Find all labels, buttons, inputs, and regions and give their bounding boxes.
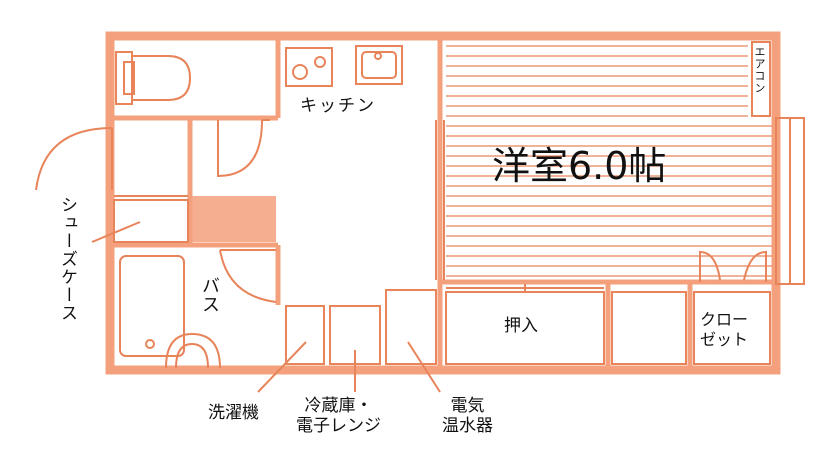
sink-basin <box>361 51 397 79</box>
room-label-bath: バス <box>199 276 220 314</box>
stove <box>285 47 333 87</box>
storage-box <box>611 291 687 365</box>
aircon-label: エアコン <box>753 46 766 94</box>
burner-2 <box>314 56 326 68</box>
room-label-kitchen: キッチン <box>300 96 376 116</box>
washer-slot <box>285 305 325 365</box>
toilet-door-arc <box>217 119 263 178</box>
bathtub <box>119 255 185 357</box>
heater-label-line1: 電気 <box>450 396 485 416</box>
closet-door-left <box>699 250 721 282</box>
shoe-case-pointer <box>91 221 141 243</box>
aircon-unit <box>751 41 771 117</box>
room-label-closet: クロー ゼット <box>700 310 748 350</box>
floor-lines <box>446 45 772 277</box>
room-label-western: 洋室6.0帖 <box>492 144 667 188</box>
bath-door-arc <box>219 249 277 303</box>
closet-box <box>693 291 771 365</box>
heater-label-line2: 温水器 <box>442 416 493 437</box>
toilet-seat <box>123 61 135 95</box>
step-area <box>190 196 276 242</box>
shoe-case-box <box>113 199 189 243</box>
water-heater-label: 電気 温水器 <box>442 396 493 437</box>
closet-door-right <box>743 250 767 282</box>
washbasin-inner <box>175 342 209 369</box>
fridge-label-line1: 冷蔵庫・ <box>304 396 373 416</box>
oshiire-box <box>445 291 605 365</box>
bathtub-drain <box>145 339 155 349</box>
interior-walls <box>110 36 776 370</box>
closet-label-line2: ゼット <box>700 330 749 349</box>
closet-label-line1: クロー <box>700 310 749 329</box>
sink <box>355 45 403 85</box>
shoe-case-label: シューズケース <box>57 196 77 322</box>
heater-slot <box>385 289 437 365</box>
heater-pointer <box>407 341 441 393</box>
washer-pointer <box>257 341 307 393</box>
washbasin <box>165 332 221 369</box>
entry-door-arc <box>35 127 113 191</box>
burner-1 <box>292 64 308 80</box>
fridge-label: 冷蔵庫・ 電子レンジ <box>296 396 381 437</box>
room-label-oshiire: 押入 <box>504 316 538 336</box>
washer-label: 洗濯機 <box>208 403 259 423</box>
fridge-label-line2: 電子レンジ <box>296 416 381 437</box>
sink-drain <box>374 52 382 60</box>
toilet-bowl <box>131 55 192 101</box>
thin-lines <box>35 41 805 393</box>
